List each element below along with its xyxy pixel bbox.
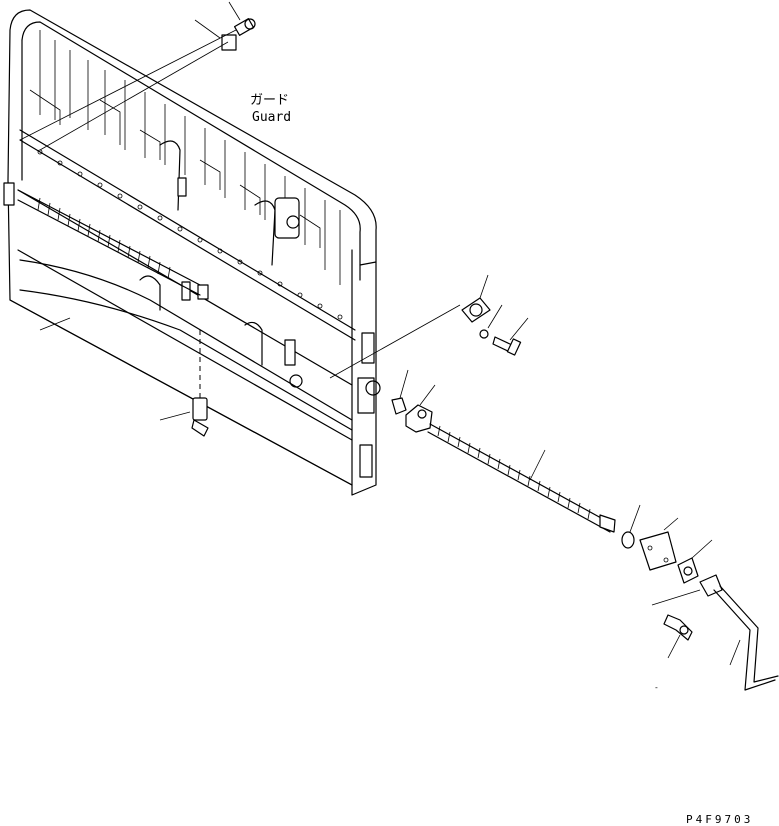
end-plate <box>677 539 713 584</box>
grease-fitting-bottom <box>159 330 209 437</box>
panel-screw-rod <box>17 189 201 296</box>
grease-fitting-top <box>19 1 256 151</box>
crank-handle <box>699 574 779 691</box>
end-washer <box>621 504 641 549</box>
pin-bolt <box>651 589 701 659</box>
gasket-plate <box>639 517 679 571</box>
drawing-code: P4F9703 <box>686 813 753 826</box>
guard-label-en: Guard <box>252 110 291 125</box>
mounting-plate <box>329 274 491 379</box>
leader-panel <box>39 317 71 331</box>
stray-mark: - <box>654 683 659 692</box>
washer <box>479 304 503 339</box>
block <box>405 384 436 433</box>
guard-label-jp: ガード <box>250 93 289 108</box>
adjusting-screw <box>427 423 616 533</box>
guard-panel <box>3 9 381 496</box>
bolt <box>492 317 529 356</box>
nut <box>391 369 409 415</box>
